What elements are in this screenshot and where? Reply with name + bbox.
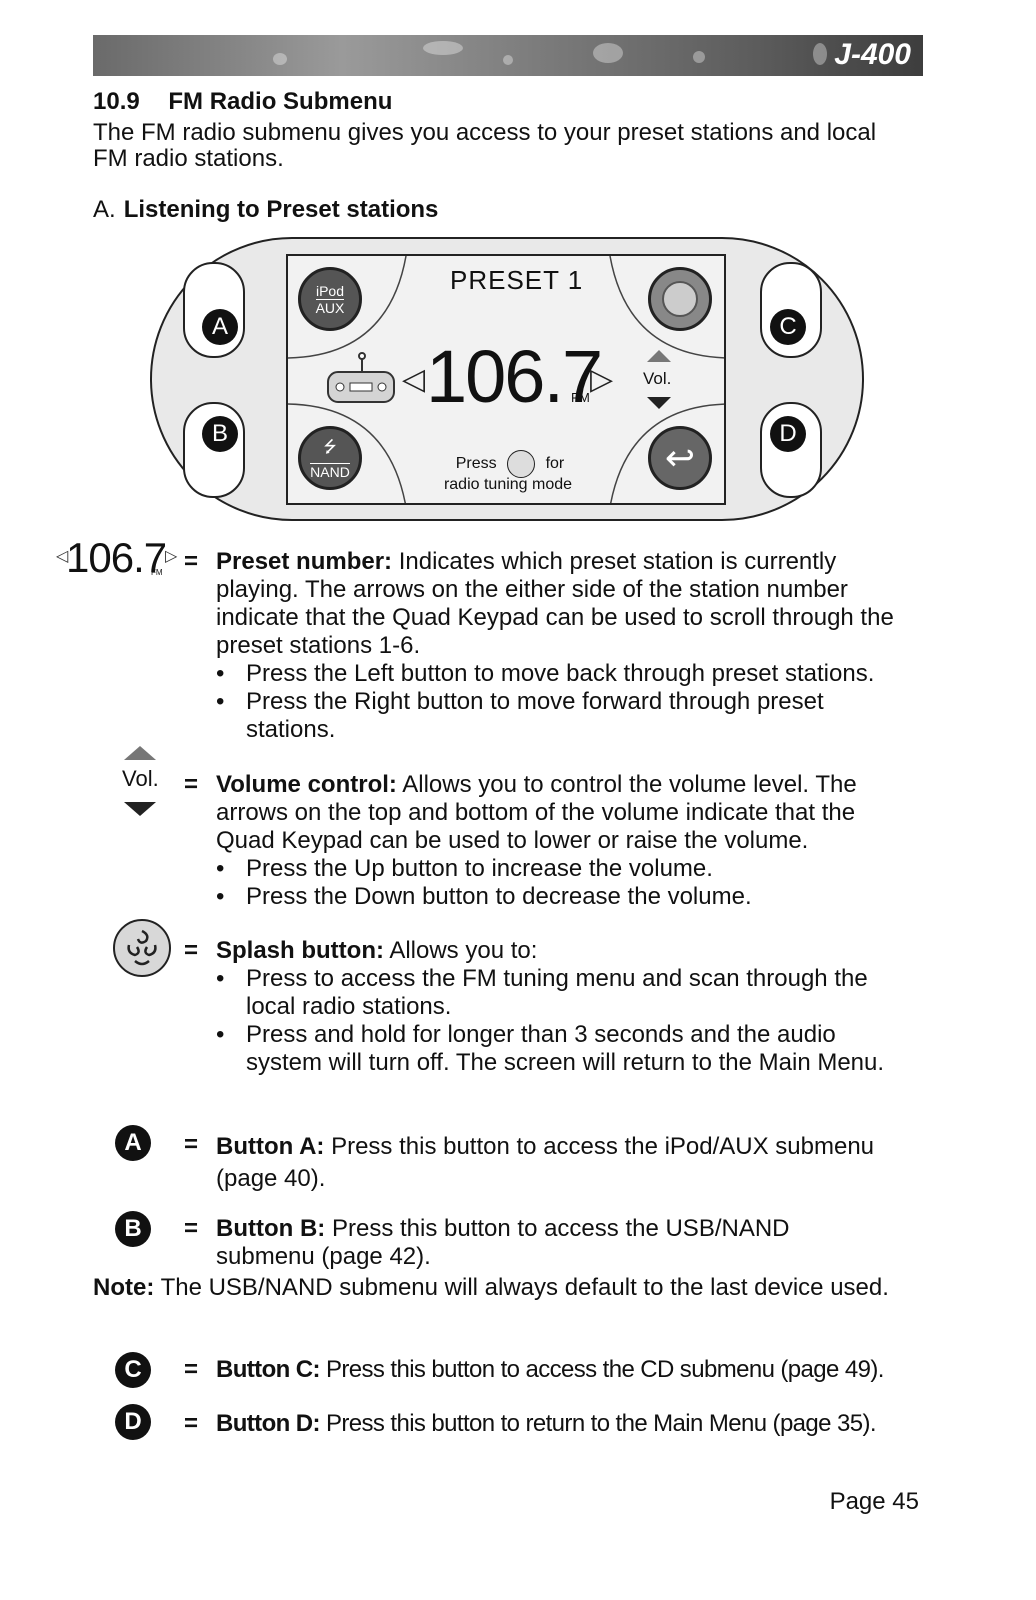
splash-description: Splash button: Allows you to: bbox=[216, 937, 916, 965]
button-c-icon: C bbox=[115, 1352, 151, 1388]
return-icon[interactable]: ↩ bbox=[648, 426, 712, 490]
preset-left-arrow-icon: ◁ bbox=[56, 548, 69, 565]
vol-down-icon bbox=[124, 802, 156, 816]
volume-label: Vol. bbox=[643, 369, 672, 388]
preset-label: PRESET 1 bbox=[450, 265, 584, 295]
key-c-label: C bbox=[770, 309, 806, 345]
preset-band-icon: FM bbox=[151, 568, 163, 577]
preset-text: Indicates which preset station is curren… bbox=[216, 548, 894, 659]
note-paragraph: Note: The USB/NAND submenu will always d… bbox=[93, 1272, 913, 1303]
screen-dividers bbox=[288, 256, 724, 503]
ipod-label: iPod bbox=[315, 282, 345, 299]
splash-swirl-icon bbox=[127, 929, 157, 966]
preset-freq-icon: 106.7 bbox=[66, 534, 167, 581]
key-d-label: D bbox=[770, 416, 806, 452]
preset-right-arrow-icon: ▷ bbox=[165, 548, 178, 565]
button-c-text: Press this button to access the CD subme… bbox=[325, 1356, 884, 1383]
splash-text: Allows you to: bbox=[389, 937, 538, 964]
usb-nand-icon[interactable]: ⭍ NAND bbox=[298, 426, 362, 490]
equals-sign: = bbox=[184, 771, 199, 798]
equals-sign: = bbox=[184, 1131, 199, 1158]
equals-sign: = bbox=[184, 548, 199, 575]
section-number: 10.9 bbox=[93, 88, 140, 115]
splash-bullet-2: Press and hold for longer than 3 seconds… bbox=[216, 1021, 886, 1077]
button-b-text: Press this button to access the USB/NAND… bbox=[216, 1215, 790, 1270]
freq-right-arrow-icon[interactable]: ▷ bbox=[590, 363, 614, 396]
tuning-mode-label: radio tuning mode bbox=[443, 476, 573, 493]
subsection-letter: A. bbox=[93, 196, 116, 223]
volume-term: Volume control: bbox=[216, 771, 397, 798]
ipod-aux-icon[interactable]: iPod AUX bbox=[298, 267, 362, 331]
equals-sign: = bbox=[184, 1356, 199, 1383]
return-arrow-icon: ↩ bbox=[664, 437, 696, 478]
button-a-term: Button A: bbox=[216, 1133, 325, 1160]
button-d-text: Press this button to return to the Main … bbox=[325, 1410, 877, 1437]
button-d-icon: D bbox=[115, 1404, 151, 1440]
volume-bullet-2: Press the Down button to decrease the vo… bbox=[216, 883, 926, 911]
key-a-label: A bbox=[202, 309, 238, 345]
header-banner: J-400 bbox=[93, 35, 923, 76]
volume-text: Allows you to control the volume level. … bbox=[216, 771, 857, 854]
vol-up-icon bbox=[124, 746, 156, 760]
cd-icon[interactable] bbox=[648, 267, 712, 331]
preset-bullet-1: Press the Left button to move back throu… bbox=[216, 660, 926, 688]
nand-label: NAND bbox=[310, 463, 350, 480]
note-term: Note: bbox=[93, 1274, 155, 1301]
volume-description: Volume control: Allows you to control th… bbox=[216, 771, 916, 855]
section-intro: The FM radio submenu gives you access to… bbox=[93, 119, 877, 172]
disc-icon bbox=[662, 281, 698, 317]
equals-sign: = bbox=[184, 937, 199, 964]
freq-left-arrow-icon[interactable]: ◁ bbox=[402, 363, 426, 396]
press-splash-hint: Press for bbox=[440, 450, 580, 478]
splash-button-icon bbox=[113, 919, 171, 977]
note-text: The USB/NAND submenu will always default… bbox=[160, 1274, 889, 1301]
for-label: for bbox=[545, 455, 565, 473]
volume-down-icon[interactable] bbox=[647, 397, 671, 409]
button-c-term: Button C: bbox=[216, 1356, 320, 1383]
preset-bullet-2: Press the Right button to move forward t… bbox=[216, 688, 886, 744]
preset-description: Preset number: Indicates which preset st… bbox=[216, 548, 920, 660]
button-a-icon: A bbox=[115, 1125, 151, 1161]
button-c-description: Button C: Press this button to access th… bbox=[216, 1356, 936, 1384]
splash-icon bbox=[507, 450, 536, 478]
radio-icon bbox=[326, 352, 396, 404]
aux-label: AUX bbox=[315, 298, 345, 316]
section-heading: 10.9 FM Radio Submenu bbox=[93, 88, 392, 116]
splash-term: Splash button: bbox=[216, 937, 384, 964]
preset-term: Preset number: bbox=[216, 548, 393, 575]
page-number: Page 45 bbox=[829, 1488, 919, 1515]
equals-sign: = bbox=[184, 1410, 199, 1437]
volume-bullet-1: Press the Up button to increase the volu… bbox=[216, 855, 926, 883]
button-a-description: Button A: Press this button to access th… bbox=[216, 1131, 926, 1195]
button-d-term: Button D: bbox=[216, 1410, 320, 1437]
key-b-label: B bbox=[202, 416, 238, 452]
button-d-description: Button D: Press this button to return to… bbox=[216, 1410, 936, 1438]
band-label: FM bbox=[571, 390, 590, 405]
station-frequency: 106.7 bbox=[426, 335, 603, 418]
volume-up-icon[interactable] bbox=[647, 350, 671, 362]
equals-sign: = bbox=[184, 1215, 199, 1242]
usb-icon: ⭍ bbox=[323, 439, 337, 456]
button-b-description: Button B: Press this button to access th… bbox=[216, 1215, 856, 1271]
button-b-term: Button B: bbox=[216, 1215, 326, 1242]
section-title: FM Radio Submenu bbox=[168, 88, 393, 115]
splash-bullet-1: Press to access the FM tuning menu and s… bbox=[216, 965, 916, 1021]
radio-graphic bbox=[327, 352, 395, 403]
vol-icon-label: Vol. bbox=[122, 766, 159, 791]
button-b-icon: B bbox=[115, 1211, 151, 1247]
model-name: J-400 bbox=[834, 38, 911, 71]
subsection-heading: A. Listening to Preset stations bbox=[93, 196, 438, 224]
press-label: Press bbox=[455, 455, 497, 473]
subsection-title: Listening to Preset stations bbox=[123, 196, 439, 223]
button-a-text: Press this button to access the iPod/AUX… bbox=[216, 1133, 875, 1192]
